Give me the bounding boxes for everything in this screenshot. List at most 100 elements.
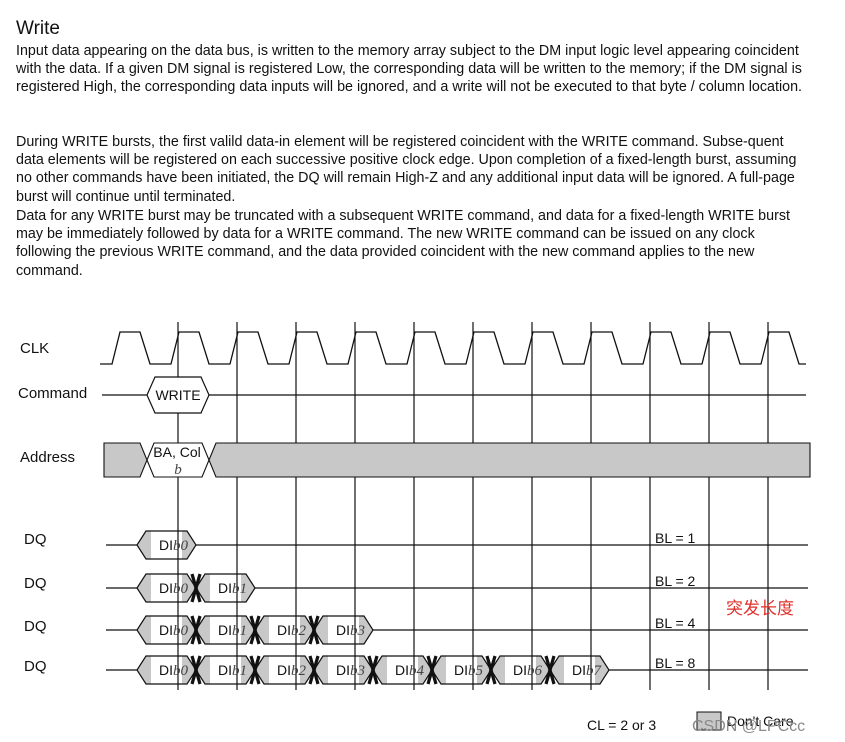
dq-cell-index: b1: [232, 663, 247, 679]
dq-transition-mark: [544, 655, 556, 685]
dq-cell-index: b0: [173, 663, 189, 679]
section-title: Write: [16, 18, 60, 39]
dq-transition-mark: [190, 573, 202, 603]
dq-cell-shade: [536, 656, 550, 684]
dq-transition-mark: [249, 655, 261, 685]
dq-cell-prefix: DI: [159, 580, 173, 596]
dq-cell-prefix: DI: [513, 662, 527, 678]
dq-cell-prefix: DI: [572, 662, 586, 678]
dq-transition-mark: [249, 615, 261, 645]
dq-cell-shade: [137, 616, 151, 644]
dq-cell-index: b3: [350, 623, 365, 639]
dq-cell-shade: [196, 616, 210, 644]
dq-cell-box: [313, 615, 374, 645]
dq-cell-prefix: DI: [336, 662, 350, 678]
dq-cell-shade: [255, 616, 269, 644]
dq-cell-label: DIb6: [513, 662, 543, 679]
command-waveform: WRITE: [102, 376, 806, 414]
dq-cell-index: b0: [173, 538, 189, 554]
dq-cell-label: DIb0: [159, 622, 189, 639]
burst-length-label-bl8: BL = 8: [655, 655, 696, 671]
clk-label: CLK: [20, 340, 49, 357]
dq-cell-index: b7: [586, 663, 603, 679]
cas-latency-label: CL = 2 or 3: [587, 717, 656, 733]
dq-cell-shade: [241, 656, 255, 684]
dq-cell-shade: [137, 574, 151, 602]
dq-cell-label: DIb0: [159, 537, 189, 554]
dq-cell-label: DIb0: [159, 580, 189, 597]
dq-cell-shade: [182, 616, 196, 644]
dq-cell-shade: [373, 656, 387, 684]
dq-label-bl2: DQ: [24, 575, 47, 592]
paragraph-write-truncation: Data for any WRITE burst may be truncate…: [16, 208, 790, 279]
address-label: Address: [20, 449, 75, 466]
write-command-text: WRITE: [155, 387, 200, 403]
dq-cell-shade: [300, 656, 314, 684]
dq-cell-shade: [196, 656, 210, 684]
dq-cell-index: b4: [409, 663, 425, 679]
dq-cell-shade: [196, 574, 210, 602]
dq-transition-mark: [426, 655, 438, 685]
dq-cell-prefix: DI: [277, 622, 291, 638]
command-label: Command: [18, 385, 87, 402]
dq-cell-shade: [182, 574, 196, 602]
dq-transition-mark: [190, 655, 202, 685]
dq-cell-label: DIb7: [572, 662, 603, 679]
dq-cell-box: [549, 655, 610, 685]
dq-cell-shade: [182, 531, 196, 559]
dq-transition-mark: [308, 615, 320, 645]
dq-cell-shade: [314, 616, 328, 644]
dq-cell-prefix: DI: [395, 662, 409, 678]
dq-cell-index: b5: [468, 663, 484, 679]
address-dont-care-right: [208, 442, 811, 478]
dq-cell-prefix: DI: [218, 662, 232, 678]
dq-cell-index: b6: [527, 663, 543, 679]
dq-cell-shade: [241, 616, 255, 644]
dq-label-bl8: DQ: [24, 658, 47, 675]
address-text-line1: BA, Col: [153, 444, 200, 460]
dq-cell-index: b1: [232, 623, 247, 639]
dq-label-bl1: DQ: [24, 531, 47, 548]
dq-cell-label: DIb2: [277, 662, 307, 679]
dq-cell-index: b1: [232, 581, 247, 597]
dq-cell-shade: [550, 656, 564, 684]
dq-cell-prefix: DI: [159, 622, 173, 638]
dq-cell-index: b2: [291, 623, 307, 639]
dq-cell-shade: [359, 616, 373, 644]
dq-cell-shade: [300, 616, 314, 644]
burst-length-annotation: 突发长度: [726, 599, 794, 619]
dq-cell-prefix: DI: [159, 662, 173, 678]
dq-cell-label: DIb1: [218, 622, 247, 639]
dq-cell-label: DIb4: [395, 662, 425, 679]
burst-length-label-bl2: BL = 2: [655, 573, 696, 589]
dq-cell-index: b2: [291, 663, 307, 679]
dq-cell-shade: [137, 531, 151, 559]
dq-cell-shade: [418, 656, 432, 684]
dq-cell-index: b3: [350, 663, 365, 679]
dq-cell-shade: [359, 656, 373, 684]
paragraph-write-bursts: During WRITE bursts, the first valild da…: [16, 134, 797, 205]
dq-cell-label: DIb3: [336, 622, 365, 639]
dq-cell-shade: [477, 656, 491, 684]
dq-row-bl1: DIb0 BL = 1: [106, 530, 808, 560]
dq-cell-shade: [432, 656, 446, 684]
dq-cell-prefix: DI: [277, 662, 291, 678]
dq-cell-shade: [314, 656, 328, 684]
paragraph-dm-description: Input data appearing on the data bus, is…: [16, 43, 802, 96]
address-text-line2: b: [174, 462, 182, 478]
dq-cell-box: [136, 530, 197, 560]
dq-transition-mark: [308, 655, 320, 685]
address-waveform: BA, Col b: [103, 442, 811, 478]
dq-cell-shade: [137, 656, 151, 684]
clk-waveform: [100, 331, 806, 365]
burst-length-label-bl1: BL = 1: [655, 530, 696, 546]
dq-cell-shade: [595, 656, 609, 684]
dq-cell-label: DIb2: [277, 622, 307, 639]
dq-cell-shade: [182, 656, 196, 684]
dq-cell-prefix: DI: [218, 580, 232, 596]
dont-care-legend-swatch: [696, 711, 722, 731]
